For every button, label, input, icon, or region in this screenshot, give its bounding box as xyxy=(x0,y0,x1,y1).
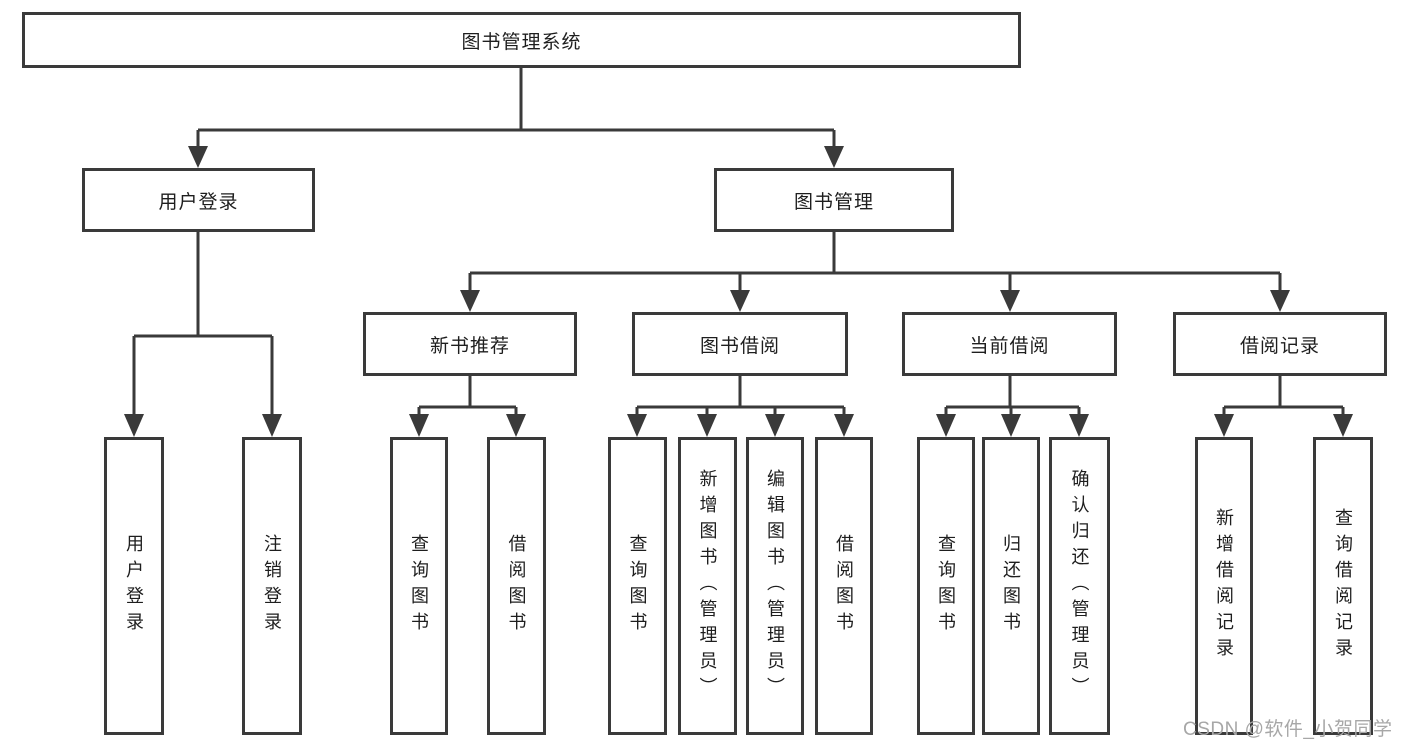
tree-connector-paths xyxy=(132,68,1345,416)
csdn-watermark: CSDN @软件_小贺同学 xyxy=(1183,719,1393,740)
leaf-borrow-books-recommend: 借阅图书 xyxy=(487,437,546,735)
leaf-search-books-recommend: 查询图书 xyxy=(390,437,448,735)
leaf-label: 查询图书 xyxy=(409,534,429,638)
leaf-label: 确认归还（管理员） xyxy=(1069,469,1090,703)
node-label: 新书推荐 xyxy=(429,335,510,357)
leaf-search-books-borrow: 查询图书 xyxy=(608,437,667,735)
node-label: 图书管理系统 xyxy=(461,31,582,53)
leaf-confirm-return-admin: 确认归还（管理员） xyxy=(1049,437,1110,735)
leaf-label: 新增图书（管理员） xyxy=(697,469,718,703)
leaf-add-books-admin: 新增图书（管理员） xyxy=(678,437,737,735)
node-borrow-records: 借阅记录 xyxy=(1173,312,1387,376)
node-current-borrow: 当前借阅 xyxy=(902,312,1117,376)
node-book-borrow: 图书借阅 xyxy=(632,312,848,376)
leaf-label: 新增借阅记录 xyxy=(1214,508,1234,664)
leaf-label: 编辑图书（管理员） xyxy=(765,469,785,703)
node-book-management: 图书管理 xyxy=(714,168,954,232)
leaf-return-books: 归还图书 xyxy=(982,437,1040,735)
leaf-label: 查询图书 xyxy=(627,534,648,638)
node-user-login: 用户登录 xyxy=(82,168,315,232)
arrowheads xyxy=(124,146,1353,437)
leaf-label: 查询借阅记录 xyxy=(1333,508,1353,664)
leaf-user-login: 用户登录 xyxy=(104,437,164,735)
leaf-search-books-current: 查询图书 xyxy=(917,437,975,735)
leaf-logout: 注销登录 xyxy=(242,437,302,735)
leaf-add-borrow-record: 新增借阅记录 xyxy=(1195,437,1253,735)
leaf-label: 借阅图书 xyxy=(506,534,527,638)
node-label: 借阅记录 xyxy=(1239,335,1320,357)
leaf-label: 归还图书 xyxy=(1001,534,1021,638)
node-label: 图书借阅 xyxy=(699,335,780,357)
leaf-borrow-books: 借阅图书 xyxy=(815,437,873,735)
leaf-label: 用户登录 xyxy=(124,534,144,638)
leaf-label: 注销登录 xyxy=(262,534,282,638)
leaf-label: 借阅图书 xyxy=(834,534,854,638)
node-library-system: 图书管理系统 xyxy=(22,12,1021,68)
node-label: 用户登录 xyxy=(158,191,239,213)
node-label: 图书管理 xyxy=(793,191,874,213)
leaf-edit-books-admin: 编辑图书（管理员） xyxy=(746,437,804,735)
node-label: 当前借阅 xyxy=(969,335,1050,357)
node-new-book-recommend: 新书推荐 xyxy=(363,312,577,376)
leaf-label: 查询图书 xyxy=(936,534,956,638)
leaf-search-borrow-record: 查询借阅记录 xyxy=(1313,437,1373,735)
